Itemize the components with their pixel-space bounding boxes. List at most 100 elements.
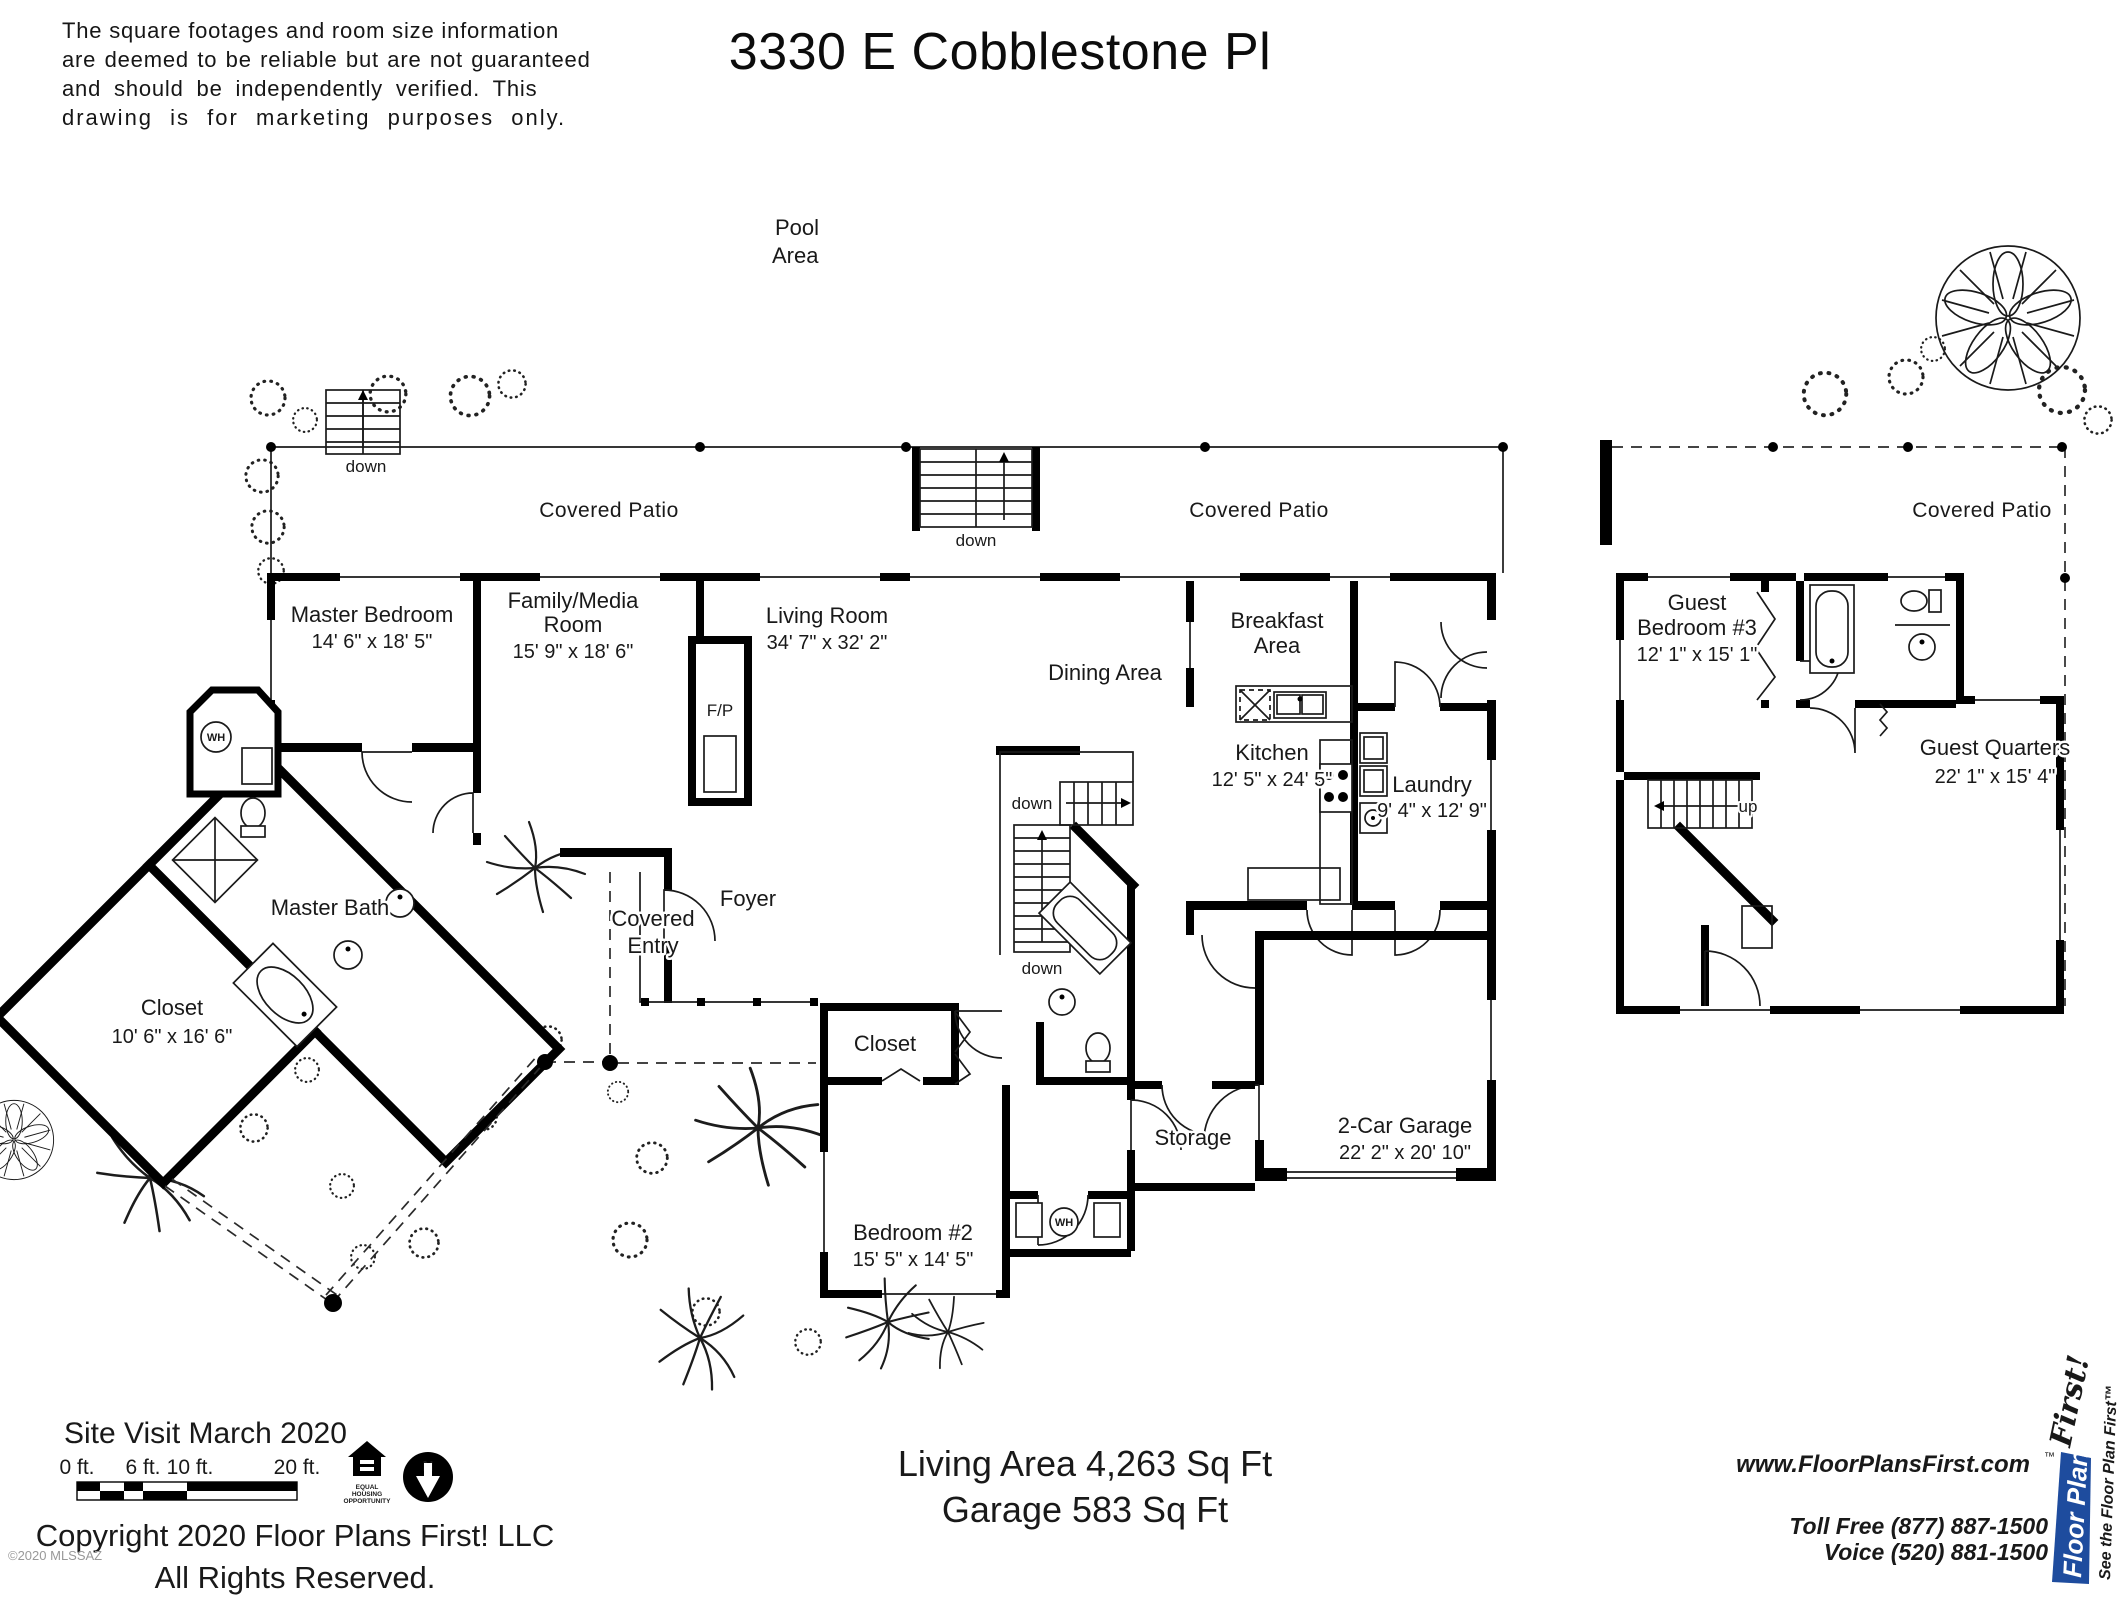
laundry-fixtures	[1359, 732, 1388, 834]
dims-kitchen: 12' 5" x 24' 5"	[1212, 769, 1333, 791]
label-pool-area-2: Area	[772, 243, 819, 268]
dims-guest-bedroom: 12' 1" x 15' 1"	[1637, 644, 1758, 666]
label-pool-area: Pool	[775, 215, 819, 240]
label-living-room: Living Room	[766, 603, 888, 628]
logo-floor-plans: Floor Plans	[2057, 1435, 2094, 1578]
shower	[171, 816, 259, 904]
copyright-line2: All Rights Reserved.	[155, 1560, 436, 1595]
dims-master-closet: 10' 6" x 16' 6"	[112, 1026, 233, 1048]
label-breakfast-2: Area	[1254, 633, 1301, 658]
scale-tick: 10 ft.	[167, 1456, 214, 1479]
label-down: down	[956, 531, 997, 550]
label-down: down	[346, 457, 387, 476]
dims-bedroom2: 15' 5" x 14' 5"	[853, 1249, 974, 1271]
dims-living-room: 34' 7" x 32' 2"	[767, 632, 888, 654]
tree-icon	[1935, 245, 2081, 391]
site-visit-text: Site Visit March 2020	[64, 1417, 347, 1450]
main-house-walls	[267, 573, 1496, 1298]
footer: Site Visit March 2020 0 ft. 6 ft. 10 ft.…	[8, 1417, 1272, 1595]
label-garage: 2-Car Garage	[1338, 1113, 1473, 1138]
water-heater-icon	[1049, 1207, 1079, 1237]
svg-text:EQUAL: EQUAL	[356, 1484, 379, 1491]
label-family-media: Family/Media	[508, 588, 640, 613]
website-link[interactable]: www.FloorPlansFirst.com	[1736, 1451, 2030, 1478]
scale-tick: 6 ft.	[125, 1456, 160, 1479]
label-master-bedroom: Master Bedroom	[291, 602, 454, 627]
patio-center-stairs-down	[912, 447, 1040, 531]
dims-family-media: 15' 9" x 18' 6"	[513, 641, 634, 663]
dims-laundry: 9' 4" x 12' 9"	[1377, 800, 1487, 822]
branding: www.FloorPlansFirst.com ™ Toll Free (877…	[1736, 1352, 2121, 1584]
garage-area-text: Garage 583 Sq Ft	[942, 1489, 1228, 1530]
page-title: 3330 E Cobblestone Pl	[728, 23, 1272, 81]
sink	[385, 888, 415, 918]
disclaimer-text: The square footages and room size inform…	[62, 16, 702, 132]
label-up: up	[1739, 797, 1758, 816]
kitchen-fixtures	[1235, 685, 1353, 905]
label-storage: Storage	[1154, 1125, 1231, 1150]
website-tm: ™	[2044, 1451, 2055, 1463]
utility-closet: WH	[1015, 1202, 1121, 1238]
label-guest-bedroom-2: Bedroom #3	[1637, 615, 1757, 640]
label-guest-bedroom: Guest	[1668, 590, 1727, 615]
voice-number: Voice (520) 881-1500	[1824, 1539, 2048, 1565]
dims-master-bedroom: 14' 6" x 18' 5"	[312, 631, 433, 653]
fireplace	[688, 636, 752, 806]
disclaimer-line: drawing is for marketing purposes only.	[62, 105, 567, 130]
svg-text:HOUSING: HOUSING	[352, 1491, 382, 1498]
master-suite: WH	[0, 686, 566, 1190]
master-tub	[232, 942, 338, 1048]
sink	[1048, 988, 1076, 1016]
room-labels: Covered Patio Covered Patio Covered Pati…	[109, 213, 2073, 1274]
mls-watermark: ©2020 MLSSAZ	[8, 1548, 102, 1563]
label-covered-entry-2: Entry	[627, 933, 678, 958]
label-kitchen: Kitchen	[1235, 740, 1308, 765]
logo-tagline: See the Floor Plan First™	[2097, 1385, 2121, 1580]
label-bedroom2: Bedroom #2	[853, 1220, 973, 1245]
dims-garage: 22' 2" x 20' 10"	[1339, 1142, 1471, 1164]
label-foyer: Foyer	[720, 886, 776, 911]
label-fireplace: F/P	[707, 701, 733, 720]
wh-label: WH	[207, 732, 225, 744]
label-covered-patio-guest: Covered Patio	[1912, 499, 2052, 522]
guest-stairs-up	[1647, 779, 1753, 829]
label-family-media-2: Room	[544, 612, 603, 637]
label-laundry: Laundry	[1392, 772, 1472, 797]
living-area-text: Living Area 4,263 Sq Ft	[898, 1443, 1272, 1484]
svg-text:OPPORTUNITY: OPPORTUNITY	[344, 1498, 392, 1505]
scale-bar: 0 ft. 6 ft. 10 ft. 20 ft.	[59, 1456, 320, 1501]
wh-label: WH	[1055, 1217, 1073, 1229]
label-hall-closet: Closet	[854, 1031, 916, 1056]
sink	[1908, 633, 1936, 661]
label-master-closet: Closet	[141, 995, 203, 1020]
toilet	[240, 797, 266, 829]
dims-guest-quarters: 22' 1" x 15' 4"	[1935, 766, 2056, 788]
label-down: down	[1012, 794, 1053, 813]
sink	[333, 940, 363, 970]
toll-free-number: Toll Free (877) 887-1500	[1789, 1513, 2048, 1539]
main-covered-patio	[266, 389, 1508, 573]
label-dining-area: Dining Area	[1048, 660, 1163, 685]
label-covered-entry: Covered	[611, 906, 694, 931]
label-down: down	[1022, 959, 1063, 978]
north-arrow-icon: N	[403, 1452, 453, 1502]
guest-bath-fixtures	[1809, 584, 1950, 674]
interior-stairs	[999, 751, 1134, 955]
equal-housing-icon: EQUAL HOUSING OPPORTUNITY	[344, 1441, 392, 1505]
floor-plans-first-logo: Floor Plans First! See the Floor Plan Fi…	[2043, 1352, 2121, 1584]
disclaimer-line: The square footages and room size inform…	[62, 18, 560, 43]
toilet	[1900, 590, 1928, 612]
water-heater-icon	[200, 721, 232, 753]
logo-first: First!	[2043, 1352, 2097, 1451]
scale-tick: 0 ft.	[59, 1456, 94, 1479]
label-covered-patio-left: Covered Patio	[539, 499, 679, 522]
label-master-bath: Master Bath	[271, 895, 390, 920]
disclaimer-line: are deemed to be reliable but are not gu…	[62, 47, 591, 72]
disclaimer-line: and should be independently verified. Th…	[62, 76, 538, 101]
guest-house	[1600, 440, 2070, 1014]
toilet	[1085, 1032, 1111, 1064]
label-covered-patio-right: Covered Patio	[1189, 499, 1329, 522]
copyright-line1: Copyright 2020 Floor Plans First! LLC	[36, 1518, 555, 1553]
